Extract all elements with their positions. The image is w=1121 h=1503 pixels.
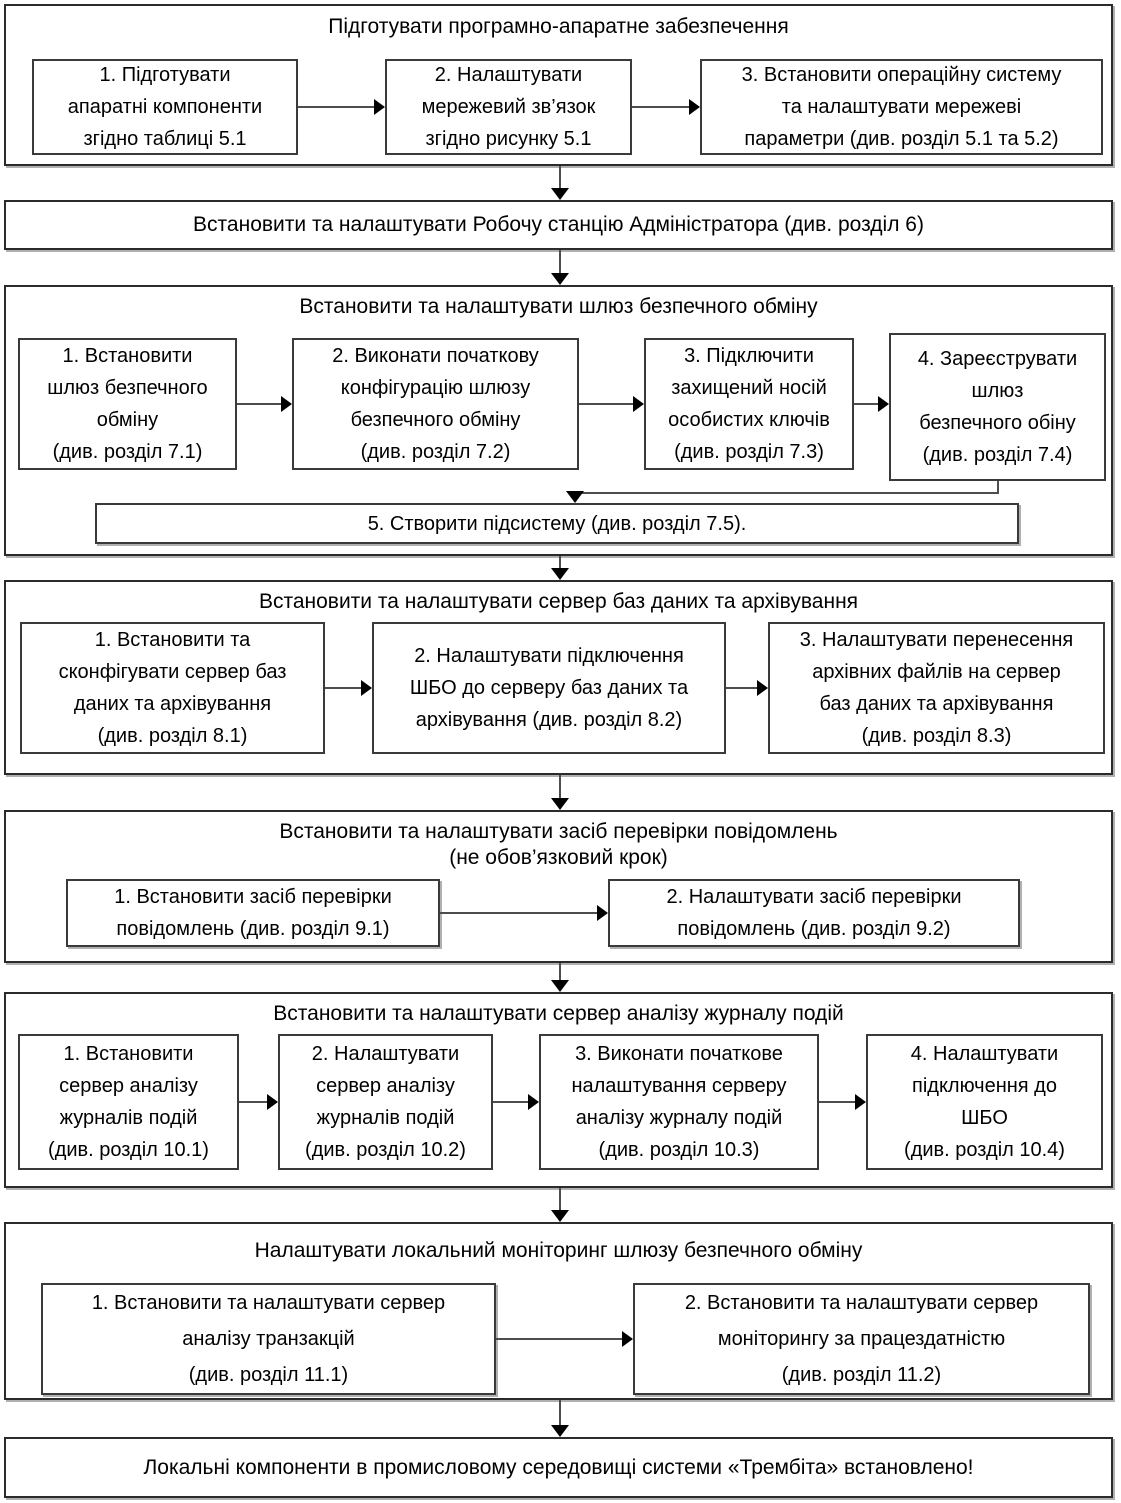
step-box: 2. Налаштувати мережевий зв’язок згідно … xyxy=(385,59,632,155)
connector-segment xyxy=(997,481,999,494)
section-final-note: Локальні компоненти в промисловому серед… xyxy=(4,1437,1113,1498)
arrow-right-connector xyxy=(632,99,700,115)
section-message-verification-tool: Встановити та налаштувати засіб перевірк… xyxy=(4,810,1113,963)
arrow-down-connector xyxy=(551,166,569,200)
arrow-right-connector xyxy=(726,680,768,696)
arrow-down-connector xyxy=(551,1188,569,1222)
step-box: 1. Встановити та налаштувати сервер анал… xyxy=(41,1283,496,1395)
step-box: 2. Встановити та налаштувати сервер моні… xyxy=(633,1283,1090,1395)
arrow-right-connector xyxy=(440,905,608,921)
section-title: Встановити та налаштувати сервер баз дан… xyxy=(258,590,859,613)
step-box: 2. Налаштувати підключення ШБО до сервер… xyxy=(372,622,726,754)
step-box: 5. Створити підсистему (див. розділ 7.5)… xyxy=(95,503,1019,544)
section-title: Локальні компоненти в промисловому серед… xyxy=(143,1455,974,1479)
step-box: 1. Встановити та сконфігувати сервер баз… xyxy=(20,622,325,754)
arrow-down-connector xyxy=(551,775,569,810)
section-prepare-hardware: Підготувати програмно-апаратне забезпече… xyxy=(4,4,1113,166)
arrow-right-connector xyxy=(493,1094,539,1110)
arrow-right-connector xyxy=(854,396,889,412)
arrow-right-connector xyxy=(819,1094,866,1110)
arrow-down-connector xyxy=(551,556,569,580)
arrow-down-connector xyxy=(551,1400,569,1437)
arrow-right-connector xyxy=(325,680,372,696)
step-box: 2. Налаштувати сервер аналізу журналів п… xyxy=(278,1034,493,1170)
arrow-down-connector xyxy=(566,491,584,503)
section-title: Підготувати програмно-апаратне забезпече… xyxy=(328,15,789,38)
step-box: 3. Підключити захищений носій особистих … xyxy=(644,338,854,470)
connector-segment xyxy=(574,492,999,494)
section-local-monitoring: Налаштувати локальний моніторинг шлюзу б… xyxy=(4,1222,1113,1400)
section-title: Встановити та налаштувати засіб перевірк… xyxy=(279,820,838,870)
step-box: 1. Встановити сервер аналізу журналів по… xyxy=(18,1034,239,1170)
step-box: 4. Налаштувати підключення до ШБО (див. … xyxy=(866,1034,1103,1170)
section-title: Налаштувати локальний моніторинг шлюзу б… xyxy=(254,1239,863,1262)
step-box: 1. Підготувати апаратні компоненти згідн… xyxy=(32,59,298,155)
arrow-right-connector xyxy=(237,396,292,412)
arrow-right-connector xyxy=(298,99,385,115)
arrow-right-connector xyxy=(496,1331,633,1347)
section-title: Встановити та налаштувати шлюз безпечног… xyxy=(299,295,818,318)
arrow-right-connector xyxy=(239,1094,278,1110)
step-box: 1. Встановити засіб перевірки повідомлен… xyxy=(66,879,440,947)
section-title: Встановити та налаштувати Робочу станцію… xyxy=(193,213,924,236)
step-box: 3. Встановити операційну систему та нала… xyxy=(700,59,1103,155)
arrow-down-connector xyxy=(551,250,569,285)
step-box: 3. Налаштувати перенесення архівних файл… xyxy=(768,622,1105,754)
step-box: 3. Виконати початкове налаштування серве… xyxy=(539,1034,819,1170)
arrow-down-connector xyxy=(551,963,569,992)
section-admin-workstation: Встановити та налаштувати Робочу станцію… xyxy=(4,200,1113,250)
step-box: 2. Виконати початкову конфігурацію шлюзу… xyxy=(292,338,579,470)
section-database-archive-server: Встановити та налаштувати сервер баз дан… xyxy=(4,580,1113,775)
step-box: 4. Зареєструвати шлюз безпечного обіну (… xyxy=(889,333,1106,481)
section-title: Встановити та налаштувати сервер аналізу… xyxy=(273,1002,844,1025)
step-box: 2. Налаштувати засіб перевірки повідомле… xyxy=(608,879,1020,947)
step-box: 1. Встановити шлюз безпечного обміну (ди… xyxy=(18,338,237,470)
section-secure-exchange-gateway: Встановити та налаштувати шлюз безпечног… xyxy=(4,285,1113,556)
arrow-right-connector xyxy=(579,396,644,412)
section-event-log-analysis-server: Встановити та налаштувати сервер аналізу… xyxy=(4,992,1113,1188)
